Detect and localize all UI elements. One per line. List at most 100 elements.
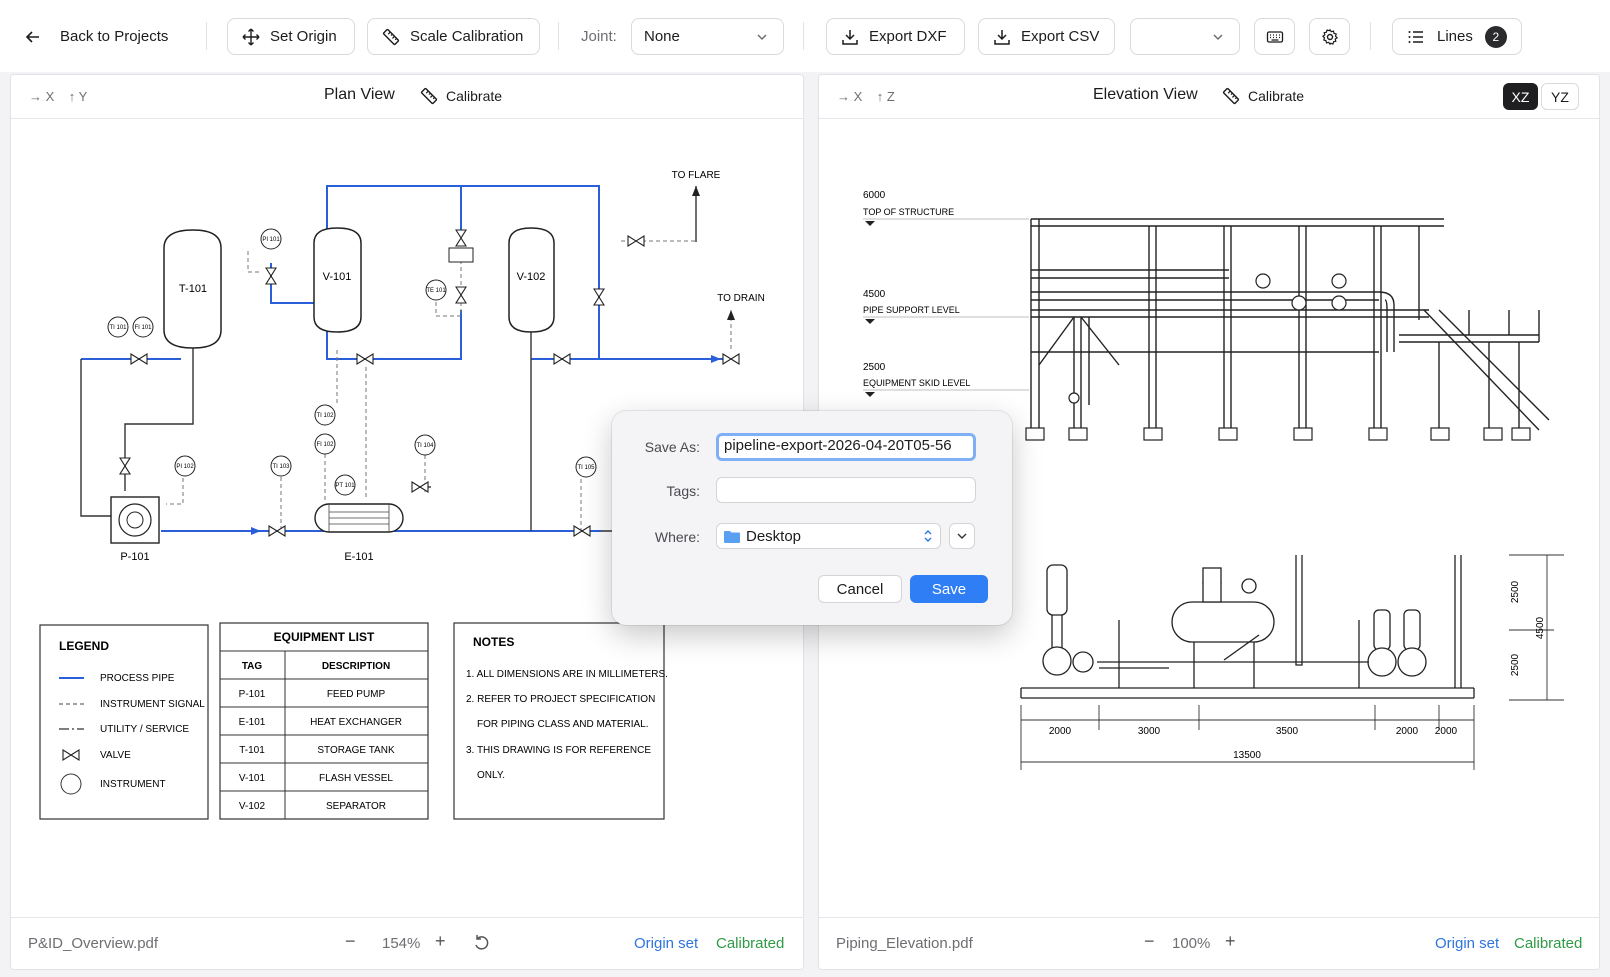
dimension-label: 3500 xyxy=(1276,726,1299,737)
joint-select-value: None xyxy=(644,28,680,45)
expand-dialog-button[interactable] xyxy=(949,523,975,549)
zoom-out-button[interactable]: − xyxy=(1144,931,1155,951)
tags-input[interactable] xyxy=(716,477,976,503)
flow-arrow-icon xyxy=(251,527,261,535)
elevation-view-panel: → X ↑ Z Elevation View Calibrate XZ YZ 6… xyxy=(818,74,1600,970)
vertical-dimension-label: 4500 xyxy=(1535,616,1546,639)
reset-view-icon[interactable] xyxy=(473,934,491,952)
cancel-button[interactable]: Cancel xyxy=(818,575,902,603)
keyboard-icon xyxy=(1266,30,1283,43)
top-toolbar: Back to Projects Set Origin Scale Calibr… xyxy=(0,0,1610,72)
ruler-icon xyxy=(420,87,438,105)
level-markers: 6000 TOP OF STRUCTURE 4500 PIPE SUPPORT … xyxy=(863,190,1029,397)
lines-button[interactable]: Lines 2 xyxy=(1392,18,1522,55)
level-label: PIPE SUPPORT LEVEL xyxy=(863,305,960,315)
set-origin-button[interactable]: Set Origin xyxy=(227,18,355,55)
valve-icon xyxy=(593,288,605,306)
elevation-calibration-status: Calibrated xyxy=(1514,935,1583,952)
scale-calibration-button[interactable]: Scale Calibration xyxy=(367,18,540,55)
valve-icon xyxy=(265,267,277,285)
where-label: Where: xyxy=(654,529,700,545)
file-name-input[interactable]: pipeline-export-2026-04-20T05-56 xyxy=(716,433,976,461)
tags-label: Tags: xyxy=(666,483,700,499)
zoom-in-button[interactable]: + xyxy=(1225,931,1236,951)
svg-text:TI 104: TI 104 xyxy=(416,443,434,449)
note-line: ONLY. xyxy=(477,770,505,781)
back-to-projects-button[interactable]: Back to Projects xyxy=(24,18,168,55)
chevron-updown-icon xyxy=(924,530,932,542)
export-csv-label: Export CSV xyxy=(1021,28,1100,45)
joint-select[interactable]: None xyxy=(631,18,784,55)
table-cell: STORAGE TANK xyxy=(317,745,395,756)
folder-icon xyxy=(724,530,740,543)
legend-item: UTILITY / SERVICE xyxy=(100,724,189,735)
svg-text:PT 101: PT 101 xyxy=(335,483,355,489)
table-cell: FEED PUMP xyxy=(327,689,386,700)
elevation-drawing: 6000 TOP OF STRUCTURE 4500 PIPE SUPPORT … xyxy=(863,190,1564,770)
arrow-left-icon xyxy=(25,30,39,43)
instrument-icon: TE 101 xyxy=(425,279,447,301)
instrument-icon xyxy=(60,773,82,795)
table-cell: E-101 xyxy=(239,717,266,728)
chevron-down-icon xyxy=(1213,33,1223,40)
instrument-icon: PI 101 xyxy=(260,228,282,250)
export-csv-button[interactable]: Export CSV xyxy=(978,18,1115,55)
legend-item: VALVE xyxy=(100,750,131,761)
valve-icon xyxy=(455,229,467,247)
location-select[interactable]: Desktop xyxy=(716,523,941,549)
svg-text:PI 101: PI 101 xyxy=(262,237,280,243)
table-cell: T-101 xyxy=(239,745,265,756)
legend-title: LEGEND xyxy=(59,639,109,653)
table-cell: FLASH VESSEL xyxy=(319,773,393,784)
instrument-icon: PT 101 xyxy=(334,474,356,496)
pipe-rack-structure xyxy=(1030,218,1550,440)
elevation-calibrate-button[interactable]: Calibrate xyxy=(1222,87,1304,105)
legend-item: INSTRUMENT xyxy=(100,779,166,790)
svg-text:TI 102: TI 102 xyxy=(316,413,334,419)
chevron-down-icon xyxy=(957,533,967,539)
save-button[interactable]: Save xyxy=(910,575,988,603)
move-crosshair-icon xyxy=(242,28,260,45)
total-dimension-label: 13500 xyxy=(1233,750,1261,761)
axis-y-label: Y xyxy=(78,89,88,104)
tab-yz[interactable]: YZ xyxy=(1541,83,1579,110)
save-as-label: Save As: xyxy=(644,439,700,455)
valve-icon xyxy=(455,286,467,304)
svg-text:PI 102: PI 102 xyxy=(176,464,194,470)
equipment-skid xyxy=(1020,555,1475,699)
dimension-labels: 2000 3000 3500 2000 2000 13500 2500 2500… xyxy=(1049,580,1546,761)
equipment-tag: V-102 xyxy=(517,271,546,283)
legend-item: PROCESS PIPE xyxy=(100,673,175,684)
tab-xz[interactable]: XZ xyxy=(1503,83,1538,110)
elevation-file-name: Piping_Elevation.pdf xyxy=(836,935,973,952)
keyboard-shortcuts-button[interactable] xyxy=(1254,18,1295,55)
download-icon xyxy=(994,29,1010,45)
zoom-in-button[interactable]: + xyxy=(435,931,446,951)
export-dxf-button[interactable]: Export DXF xyxy=(826,18,965,55)
pump-p101: P-101 xyxy=(110,496,160,563)
axis-indicator: → X ↑ Y xyxy=(29,89,87,104)
svg-text:FI 101: FI 101 xyxy=(134,325,152,331)
note-line: 1. ALL DIMENSIONS ARE IN MILLIMETERS. xyxy=(466,669,668,680)
elevation-origin-status: Origin set xyxy=(1435,935,1500,952)
save-dialog: Save As: pipeline-export-2026-04-20T05-5… xyxy=(612,411,1012,625)
valve-icon xyxy=(553,353,571,365)
plan-calibration-status: Calibrated xyxy=(716,935,785,952)
arrow-up-icon: ↑ xyxy=(876,89,884,104)
settings-button[interactable] xyxy=(1309,18,1350,55)
scale-calibration-label: Scale Calibration xyxy=(410,28,524,45)
valve-icon xyxy=(356,353,374,365)
dimension-lines xyxy=(1020,554,1564,770)
ruler-icon xyxy=(1222,87,1240,105)
axis-z-label: Z xyxy=(886,89,895,104)
elevation-view-header: → X ↑ Z Elevation View Calibrate XZ YZ xyxy=(819,75,1599,119)
elevation-drawing-canvas[interactable]: 6000 TOP OF STRUCTURE 4500 PIPE SUPPORT … xyxy=(819,120,1599,916)
toolbar-divider xyxy=(1370,22,1371,50)
to-drain-label: TO DRAIN xyxy=(717,293,765,304)
arrow-up-icon xyxy=(692,186,700,196)
tank-t101: T-101 xyxy=(163,229,222,349)
equipment-list-title: EQUIPMENT LIST xyxy=(274,630,375,644)
plan-calibrate-button[interactable]: Calibrate xyxy=(420,87,502,105)
zoom-out-button[interactable]: − xyxy=(345,931,356,951)
export-format-select[interactable] xyxy=(1130,18,1240,55)
